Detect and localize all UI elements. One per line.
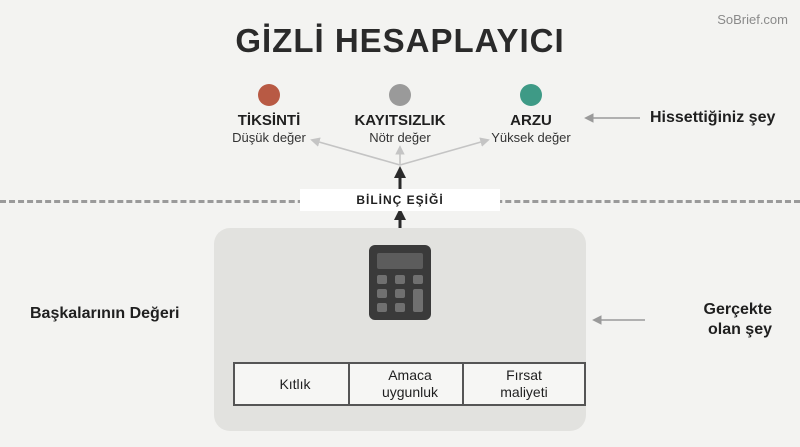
input-box-firsat-maliyeti: Fırsat maliyeti xyxy=(462,362,586,406)
emotion-level: Düşük değer xyxy=(232,130,306,145)
emotion-kayitsizlik: KAYITSIZLIK Nötr değer xyxy=(330,112,470,145)
input-line2: maliyeti xyxy=(500,384,548,400)
emotion-dot-arzu xyxy=(520,84,542,106)
right-label-line1: Gerçekte xyxy=(703,301,773,318)
input-line1: Amaca xyxy=(388,367,432,383)
right-label-line2: olan şey xyxy=(707,321,772,338)
arrow-to-arzu xyxy=(399,137,490,166)
emotion-name: ARZU xyxy=(510,112,552,129)
calculator-screen xyxy=(377,253,423,269)
calculator-key xyxy=(395,289,405,298)
calculator-key xyxy=(413,275,423,284)
input-line1: Kıtlık xyxy=(279,375,311,392)
calculator-key xyxy=(377,289,387,298)
felt-label: Hissettiğiniz şey xyxy=(650,109,776,126)
arrow-to-tiksinti xyxy=(310,137,401,166)
diagram-title: GİZLİ HESAPLAYICI xyxy=(235,22,565,59)
emotion-tiksinti: TİKSİNTİ Düşük değer xyxy=(199,112,339,145)
emotion-name: TİKSİNTİ xyxy=(237,112,301,129)
input-line1: Fırsat xyxy=(506,367,542,383)
input-line2: uygunluk xyxy=(381,384,439,400)
calculator-icon xyxy=(369,245,431,320)
emotion-dot-kayitsizlik xyxy=(389,84,411,106)
emotion-level: Yüksek değer xyxy=(491,130,571,145)
left-label: Başkalarının Değeri xyxy=(30,305,180,322)
calculator-key xyxy=(377,275,387,284)
right-label: Gerçekte olan şey xyxy=(692,300,773,340)
emotion-level: Nötr değer xyxy=(369,130,431,145)
watermark: SoBrief.com xyxy=(717,12,788,27)
emotion-name: KAYITSIZLIK xyxy=(354,112,446,129)
input-box-kitlik: Kıtlık xyxy=(233,362,357,406)
emotion-dot-tiksinti xyxy=(258,84,280,106)
calculator-key xyxy=(395,303,405,312)
calculator-key xyxy=(413,289,423,312)
input-box-amaca-uygunluk: Amaca uygunluk xyxy=(348,362,472,406)
calculator-key xyxy=(395,275,405,284)
emotion-arzu: ARZU Yüksek değer xyxy=(461,112,601,145)
calculator-key xyxy=(377,303,387,312)
threshold-label: BİLİNÇ EŞİĞİ xyxy=(300,189,500,211)
